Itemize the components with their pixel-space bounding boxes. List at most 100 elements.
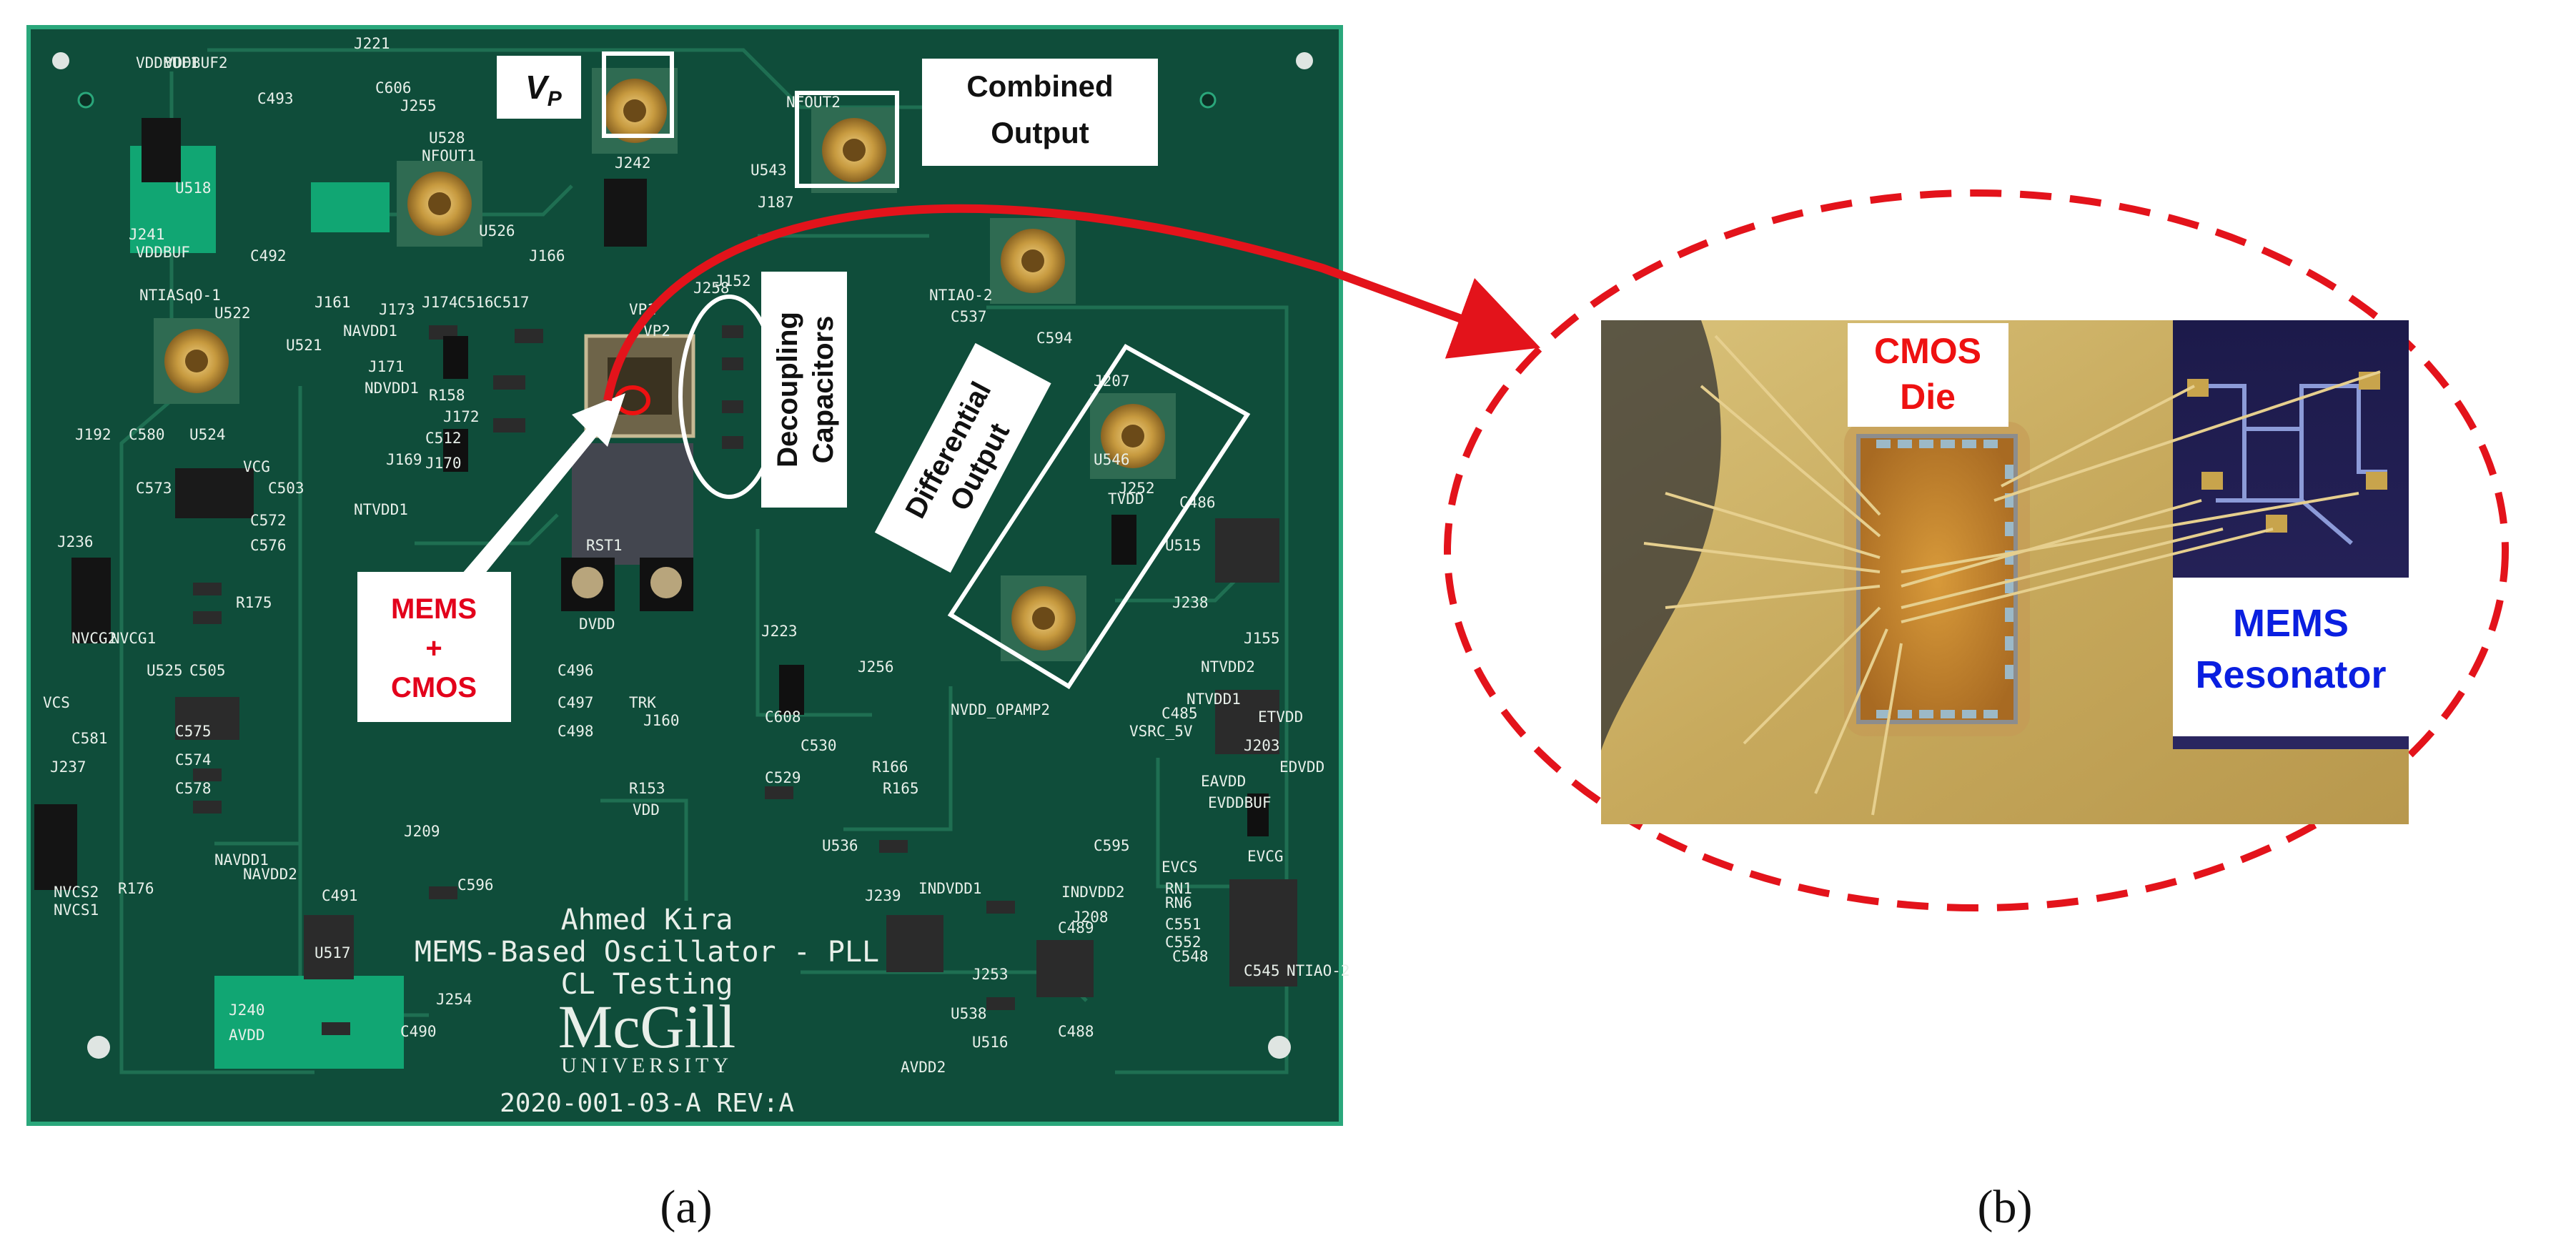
silkscreen-label: U524 xyxy=(189,426,226,443)
silkscreen-label: J237 xyxy=(50,758,86,776)
silkscreen-label: J208 xyxy=(1072,909,1109,926)
sma-connector-ntias-q0-2 xyxy=(990,218,1076,304)
mems-cmos-package xyxy=(572,334,695,565)
silkscreen-label: J203 xyxy=(1244,737,1280,754)
silkscreen-label: U543 xyxy=(750,162,787,179)
callout-mems-cmos: MEMS + CMOS xyxy=(357,393,625,722)
silkscreen-label: NVCS2 xyxy=(54,884,99,901)
silkscreen-label: VDDBUF2 xyxy=(164,54,228,71)
dip-switches xyxy=(34,118,647,890)
silkscreen-label: C572 xyxy=(250,512,287,529)
silkscreen-label: J236 xyxy=(57,533,94,550)
silkscreen-label: C491 xyxy=(322,887,358,904)
cmos-bond-pads xyxy=(1876,440,2013,718)
mems-cmos-arrow xyxy=(457,393,625,590)
silkscreen-label: VDDBUF xyxy=(136,244,190,261)
silkscreen-label: EAVDD xyxy=(1201,773,1246,790)
mounting-hole xyxy=(87,1036,110,1059)
board-revision: 2020-001-03-A REV:A xyxy=(500,1089,794,1118)
sma-connector-nfout1 xyxy=(397,161,482,247)
silkscreen-label: C608 xyxy=(765,708,801,726)
vp-label: V xyxy=(525,69,550,106)
silkscreen-label: J172 xyxy=(443,408,480,425)
sma-connectors xyxy=(154,68,1176,661)
silkscreen-label: U516 xyxy=(972,1034,1009,1051)
silkscreen-label: J160 xyxy=(643,712,680,729)
differential-output-box xyxy=(947,344,1251,690)
silkscreen-label: U517 xyxy=(314,944,351,961)
silkscreen-label: C552 xyxy=(1165,934,1202,951)
silkscreen-label: J174 xyxy=(422,294,458,311)
silkscreen-label: NDVDD1 xyxy=(365,380,419,397)
silkscreen-label: C490 xyxy=(400,1023,437,1040)
silkscreen-label: NAVDD1 xyxy=(343,322,397,340)
silkscreen-label: C575 xyxy=(175,723,212,740)
board-author: Ahmed Kira xyxy=(561,904,733,936)
mounting-hole xyxy=(1296,52,1313,69)
silkscreen-label: R153 xyxy=(629,780,665,797)
silkscreen-label: VSRC_5V xyxy=(1129,723,1193,740)
callout-decoupling-capacitors: Decoupling Capacitors xyxy=(678,272,847,508)
mems-cmos-line2: + xyxy=(425,633,442,664)
silkscreen-label: C537 xyxy=(951,308,987,325)
silkscreen-label: NVCS1 xyxy=(54,901,99,919)
vddbuf-copper-area-2 xyxy=(311,182,390,232)
silkscreen-label: C505 xyxy=(189,662,226,679)
cmos-label-line2: Die xyxy=(1900,377,1956,417)
mems-resonator-label: MEMS Resonator xyxy=(2173,578,2409,736)
silkscreen-label: R158 xyxy=(429,387,465,404)
silkscreen-label: EVDDBUF xyxy=(1208,794,1272,811)
callout-combined-output: Combined Output xyxy=(795,59,1158,188)
silkscreen-label: C573 xyxy=(136,480,172,497)
callout-vp: VP xyxy=(497,51,674,138)
svg-text:VP: VP xyxy=(525,69,563,111)
mounting-hole xyxy=(52,52,69,69)
silkscreen-label: J240 xyxy=(229,1002,265,1019)
silkscreen-label: J238 xyxy=(1172,594,1209,611)
silkscreen-label: C548 xyxy=(1172,948,1209,965)
silkscreen-label: C545 xyxy=(1244,962,1280,979)
silkscreen-label: J209 xyxy=(404,823,440,840)
silkscreen-label: J161 xyxy=(314,294,351,311)
silkscreen-label: C581 xyxy=(71,730,108,747)
silkscreen-label: U525 xyxy=(147,662,183,679)
silkscreen-label: C493 xyxy=(257,90,294,107)
silkscreen-label: J223 xyxy=(761,623,798,640)
silkscreen-label: EDVDD xyxy=(1279,758,1324,776)
zoom-ellipse xyxy=(1444,189,2509,911)
silkscreen-label: C578 xyxy=(175,780,212,797)
silkscreen-label: J192 xyxy=(75,426,112,443)
silkscreen-label: RST1 xyxy=(586,537,623,554)
silkscreen-label: NTVDD1 xyxy=(1187,691,1241,708)
silkscreen-label: J187 xyxy=(758,194,794,211)
silkscreen-label: J252 xyxy=(1119,480,1155,497)
silkscreen-label: U522 xyxy=(214,305,251,322)
silkscreen-label: ETVDD xyxy=(1258,708,1303,726)
caption-a: (a) xyxy=(660,1181,712,1233)
silkscreen-label: J166 xyxy=(529,247,565,264)
combined-output-connector-box xyxy=(795,91,899,188)
sma-connector-ntias-q0-1 xyxy=(154,318,239,404)
silkscreen-label: VCG xyxy=(243,458,270,475)
mcgill-logo-sub: UNIVERSITY xyxy=(561,1054,733,1077)
silkscreen-label: RN1 xyxy=(1165,880,1192,897)
board-subtitle: CL Testing xyxy=(561,968,733,1001)
silkscreen-label: C517 xyxy=(493,294,530,311)
silkscreen-label: C488 xyxy=(1058,1023,1094,1040)
silkscreen-label: C574 xyxy=(175,751,212,768)
caption-b: (b) xyxy=(1978,1181,2033,1233)
panel-a-pcb: J221C606C493J255U528NFOUT1VDDBUF1VDDBUF2… xyxy=(26,25,1350,1126)
silkscreen-label: J256 xyxy=(858,658,894,676)
silkscreen-label: C576 xyxy=(250,537,287,554)
mems-cmos-line1: MEMS xyxy=(391,593,477,625)
silkscreen-label: U546 xyxy=(1094,451,1130,468)
silkscreen-label: U526 xyxy=(479,222,515,239)
decoupling-line1: Decoupling xyxy=(772,312,803,468)
silkscreen-label: J255 xyxy=(400,97,437,114)
silkscreen-label: NAVDD2 xyxy=(243,866,297,883)
silkscreen-label: NVCG1 xyxy=(111,630,156,647)
silkscreen-label: TRK xyxy=(629,694,656,711)
silkscreen-label: R175 xyxy=(236,594,272,611)
silkscreen-label: C551 xyxy=(1165,916,1202,933)
